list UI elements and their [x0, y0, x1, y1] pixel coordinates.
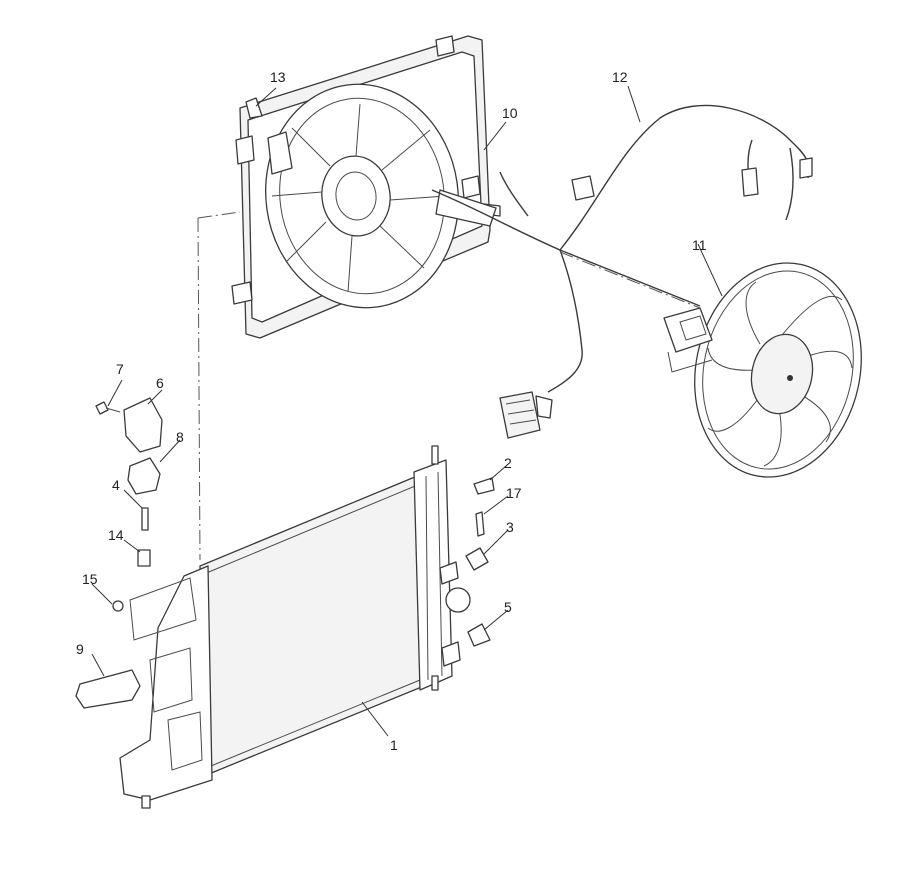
bracket-6 [123, 397, 163, 453]
callout-4: 4 [112, 477, 120, 493]
clip-15 [112, 600, 124, 612]
callout-labels: 13 12 10 11 7 6 8 4 14 15 9 2 17 3 5 1 [76, 69, 707, 753]
callout-11: 11 [692, 237, 707, 253]
callout-15: 15 [82, 571, 98, 587]
cooling-fan [663, 262, 862, 478]
grommet-8 [127, 457, 161, 495]
callout-6: 6 [156, 375, 164, 391]
clip-2 [473, 477, 495, 495]
callout-9: 9 [76, 641, 84, 657]
callout-13: 13 [270, 69, 286, 85]
fan-shroud [231, 35, 501, 339]
clip-13 [245, 97, 263, 119]
callout-14: 14 [108, 527, 124, 543]
callout-2: 2 [504, 455, 512, 471]
bushing-14 [137, 549, 151, 567]
callout-17: 17 [506, 485, 522, 501]
bracket-9 [75, 669, 141, 709]
callout-12: 12 [612, 69, 628, 85]
callout-7: 7 [116, 361, 124, 377]
callout-3: 3 [506, 519, 514, 535]
callout-5: 5 [504, 599, 512, 615]
small-parts [75, 97, 495, 709]
plug-3 [465, 547, 489, 571]
bolt-4 [141, 507, 149, 531]
callout-8: 8 [176, 429, 184, 445]
callout-10: 10 [502, 105, 518, 121]
bolt-7 [95, 401, 109, 415]
radiator [119, 445, 471, 809]
wiring-harness [431, 104, 813, 439]
leader-lines [91, 85, 723, 737]
pin-17 [475, 511, 485, 537]
callout-1: 1 [390, 737, 398, 753]
